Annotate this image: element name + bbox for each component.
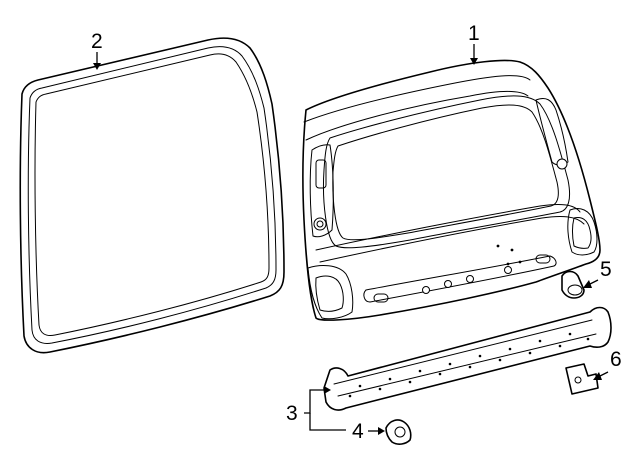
part-2-weatherstrip	[19, 37, 285, 354]
callout-4: 4	[352, 420, 385, 443]
callout-6: 6	[593, 348, 622, 380]
callout-2: 2	[91, 30, 103, 70]
part-3-garnish	[323, 306, 612, 411]
callout-3: 3	[286, 386, 346, 431]
callout-2-label: 2	[91, 30, 103, 53]
callout-1: 1	[468, 22, 480, 65]
callout-3-label: 3	[286, 402, 298, 425]
part-5-bumper	[561, 270, 585, 299]
part-1-back-door	[302, 59, 601, 321]
part-4-clip	[385, 419, 412, 445]
callout-5-label: 5	[600, 258, 612, 281]
callout-6-label: 6	[610, 348, 622, 371]
part-6-bracket	[565, 363, 599, 395]
callout-5: 5	[583, 258, 612, 288]
callout-1-label: 1	[468, 22, 480, 45]
callout-4-label: 4	[352, 420, 364, 443]
